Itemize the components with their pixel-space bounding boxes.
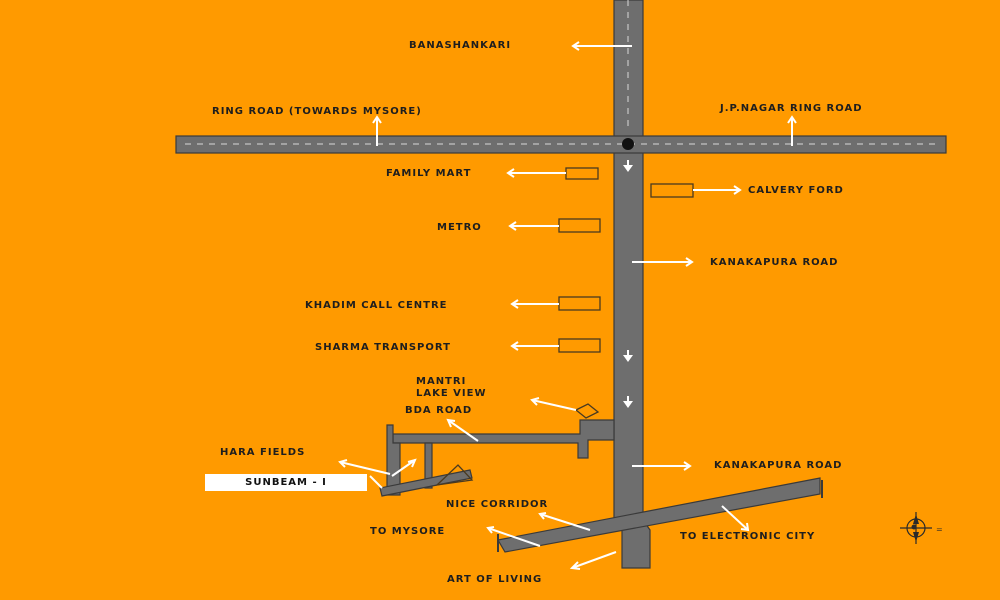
label-khadim-call-centre: KHADIM CALL CENTRE — [305, 300, 448, 311]
label-hara-fields: HARA FIELDS — [220, 447, 306, 458]
label-ring-road-mysore: RING ROAD (TOWARDS MYSORE) — [212, 106, 422, 117]
label-mantri-lake-view: MANTRI LAKE VIEW — [416, 376, 487, 399]
label-art-of-living: ART OF LIVING — [447, 574, 543, 585]
metro-box — [558, 218, 601, 233]
compass-rose-icon: = — [900, 512, 943, 544]
label-nice-corridor: NICE CORRIDOR — [446, 499, 549, 510]
label-kanakapura-road-1: KANAKAPURA ROAD — [710, 257, 839, 268]
khadim-box — [558, 296, 601, 311]
label-family-mart: FAMILY MART — [386, 168, 472, 179]
label-jp-nagar: J.P.NAGAR RING ROAD — [720, 103, 863, 114]
bda-road — [392, 419, 615, 459]
connector-road — [379, 469, 473, 497]
nice-corridor-road — [497, 477, 821, 553]
label-kanakapura-road-2: KANAKAPURA ROAD — [714, 460, 843, 471]
sharma-box — [558, 338, 601, 353]
pointer-arrows — [338, 41, 797, 570]
mantri-box — [574, 403, 600, 419]
calvery-ford-box — [650, 183, 694, 198]
sunbeam-site-marker — [435, 464, 474, 486]
label-to-electronic-city: TO ELECTRONIC CITY — [680, 531, 816, 542]
label-banashankari: BANASHANKARI — [409, 40, 512, 51]
label-bda-road: BDA ROAD — [405, 405, 473, 416]
kanakapura-road — [613, 0, 651, 569]
label-sharma-transport: SHARMA TRANSPORT — [315, 342, 451, 353]
svg-text:=: = — [936, 525, 943, 534]
arrow-down-icon — [623, 160, 633, 408]
family-mart-box — [565, 167, 599, 180]
label-to-mysore: TO MYSORE — [370, 526, 446, 537]
label-calvery-ford: CALVERY FORD — [748, 185, 844, 196]
label-sunbeam: SUNBEAM - I — [205, 474, 367, 491]
circle-junction-icon — [622, 138, 634, 150]
label-metro: METRO — [437, 222, 482, 233]
side-lane-2 — [424, 442, 433, 489]
